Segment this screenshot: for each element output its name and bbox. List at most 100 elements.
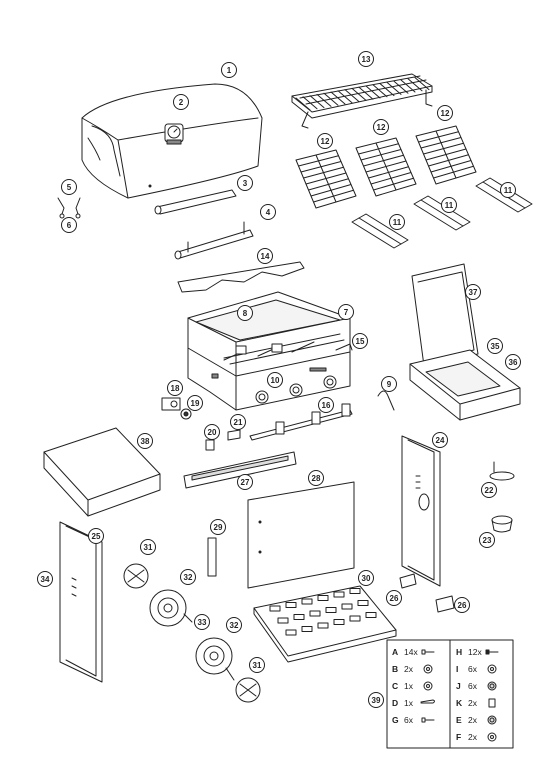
callout-number: 2	[179, 98, 184, 107]
callout-c38: 38	[137, 433, 153, 449]
callout-number: 3	[243, 179, 248, 188]
hardware-qty: 2x	[468, 698, 478, 708]
callout-c18: 18	[167, 380, 183, 396]
callout-c21: 21	[230, 414, 246, 430]
callout-number: 32	[184, 573, 193, 582]
callout-number: 29	[214, 523, 223, 532]
hardware-letter: A	[392, 647, 398, 657]
callout-c11b: 11	[441, 197, 457, 213]
hardware-letter: D	[392, 698, 398, 708]
hardware-letter: J	[456, 681, 461, 691]
warming-rack	[291, 73, 433, 129]
callout-number: 31	[253, 661, 262, 670]
callout-c5: 5	[61, 179, 77, 195]
clip-icon	[488, 698, 496, 708]
callout-number: 38	[141, 437, 150, 446]
callout-c23: 23	[479, 532, 495, 548]
lid-handle	[154, 189, 237, 215]
flavorizer-bar	[351, 213, 409, 249]
callout-c26a: 26	[386, 590, 402, 606]
cooking-grate	[415, 125, 477, 185]
ring-icon	[487, 732, 497, 742]
hook	[377, 390, 395, 411]
hardware-letter: F	[456, 732, 461, 742]
hardware-entry: K 2x	[456, 698, 496, 708]
callout-number: 24	[436, 436, 445, 445]
callout-number: 20	[208, 428, 217, 437]
side-shelf	[43, 427, 161, 517]
regulator	[205, 429, 241, 451]
callout-number: 12	[441, 109, 450, 118]
burners	[223, 341, 315, 361]
screw-icon	[421, 717, 435, 723]
callout-c19: 19	[187, 395, 203, 411]
hardware-qty: 14x	[404, 647, 418, 657]
casters	[399, 573, 455, 613]
callout-c28: 28	[308, 470, 324, 486]
callout-number: 34	[41, 575, 50, 584]
cooking-grate	[295, 149, 357, 209]
callout-number: 35	[491, 342, 500, 351]
hardware-letter: E	[456, 715, 462, 725]
hardware-qty: 6x	[404, 715, 414, 725]
callout-number: 15	[356, 337, 365, 346]
callout-c34: 34	[37, 571, 53, 587]
callout-number: 11	[393, 218, 402, 227]
callout-c27: 27	[237, 474, 253, 490]
right-side-panel	[401, 435, 441, 587]
callout-number: 36	[509, 358, 518, 367]
callout-number: 39	[372, 696, 381, 705]
hardware-qty: 6x	[468, 681, 478, 691]
callout-c11c: 11	[389, 214, 405, 230]
hub-cap-lower	[235, 677, 261, 703]
callout-number: 30	[362, 574, 371, 583]
callout-number: 26	[390, 594, 399, 603]
callout-c6: 6	[61, 217, 77, 233]
hardware-letter: I	[456, 664, 458, 674]
callout-c25: 25	[88, 528, 104, 544]
hardware-entry: A 14x	[392, 647, 435, 657]
screw-icon	[421, 649, 435, 655]
callout-number: 10	[271, 376, 280, 385]
callout-number: 18	[171, 384, 180, 393]
callout-c7: 7	[338, 304, 354, 320]
hardware-letter: B	[392, 664, 398, 674]
bottom-shelf	[253, 585, 397, 663]
callout-number: 12	[377, 123, 386, 132]
callout-number: 8	[243, 309, 248, 318]
rod	[174, 221, 254, 260]
washer-icon	[423, 664, 433, 674]
callout-c12b: 12	[373, 119, 389, 135]
callout-c11a: 11	[500, 182, 516, 198]
hardware-entry: B 2x	[392, 664, 433, 674]
callout-c12c: 12	[437, 105, 453, 121]
callout-number: 12	[321, 137, 330, 146]
callout-c33: 33	[194, 614, 210, 630]
hardware-entry: J 6x	[456, 681, 497, 691]
callout-number: 26	[458, 601, 467, 610]
callout-c32a: 32	[180, 569, 196, 585]
gas-manifold	[249, 403, 353, 441]
callout-c31a: 31	[140, 539, 156, 555]
callout-c29: 29	[210, 519, 226, 535]
heat-shield	[177, 261, 305, 293]
callout-c3: 3	[237, 175, 253, 191]
bolt-icon	[485, 649, 499, 655]
flavorizer-bar	[413, 195, 471, 231]
firebox-rail	[335, 343, 353, 351]
hardware-qty: 1x	[404, 681, 414, 691]
callout-number: 16	[322, 401, 331, 410]
callout-number: 21	[234, 418, 243, 427]
igniter	[161, 397, 192, 420]
hardware-letter: K	[456, 698, 463, 708]
hardware-qty: 1x	[404, 698, 414, 708]
callout-number: 28	[312, 474, 321, 483]
callout-number: 11	[504, 186, 513, 195]
hardware-letter: C	[392, 681, 398, 691]
hardware-qty: 2x	[404, 664, 414, 674]
thermometer	[164, 123, 184, 145]
hardware-letter: H	[456, 647, 462, 657]
